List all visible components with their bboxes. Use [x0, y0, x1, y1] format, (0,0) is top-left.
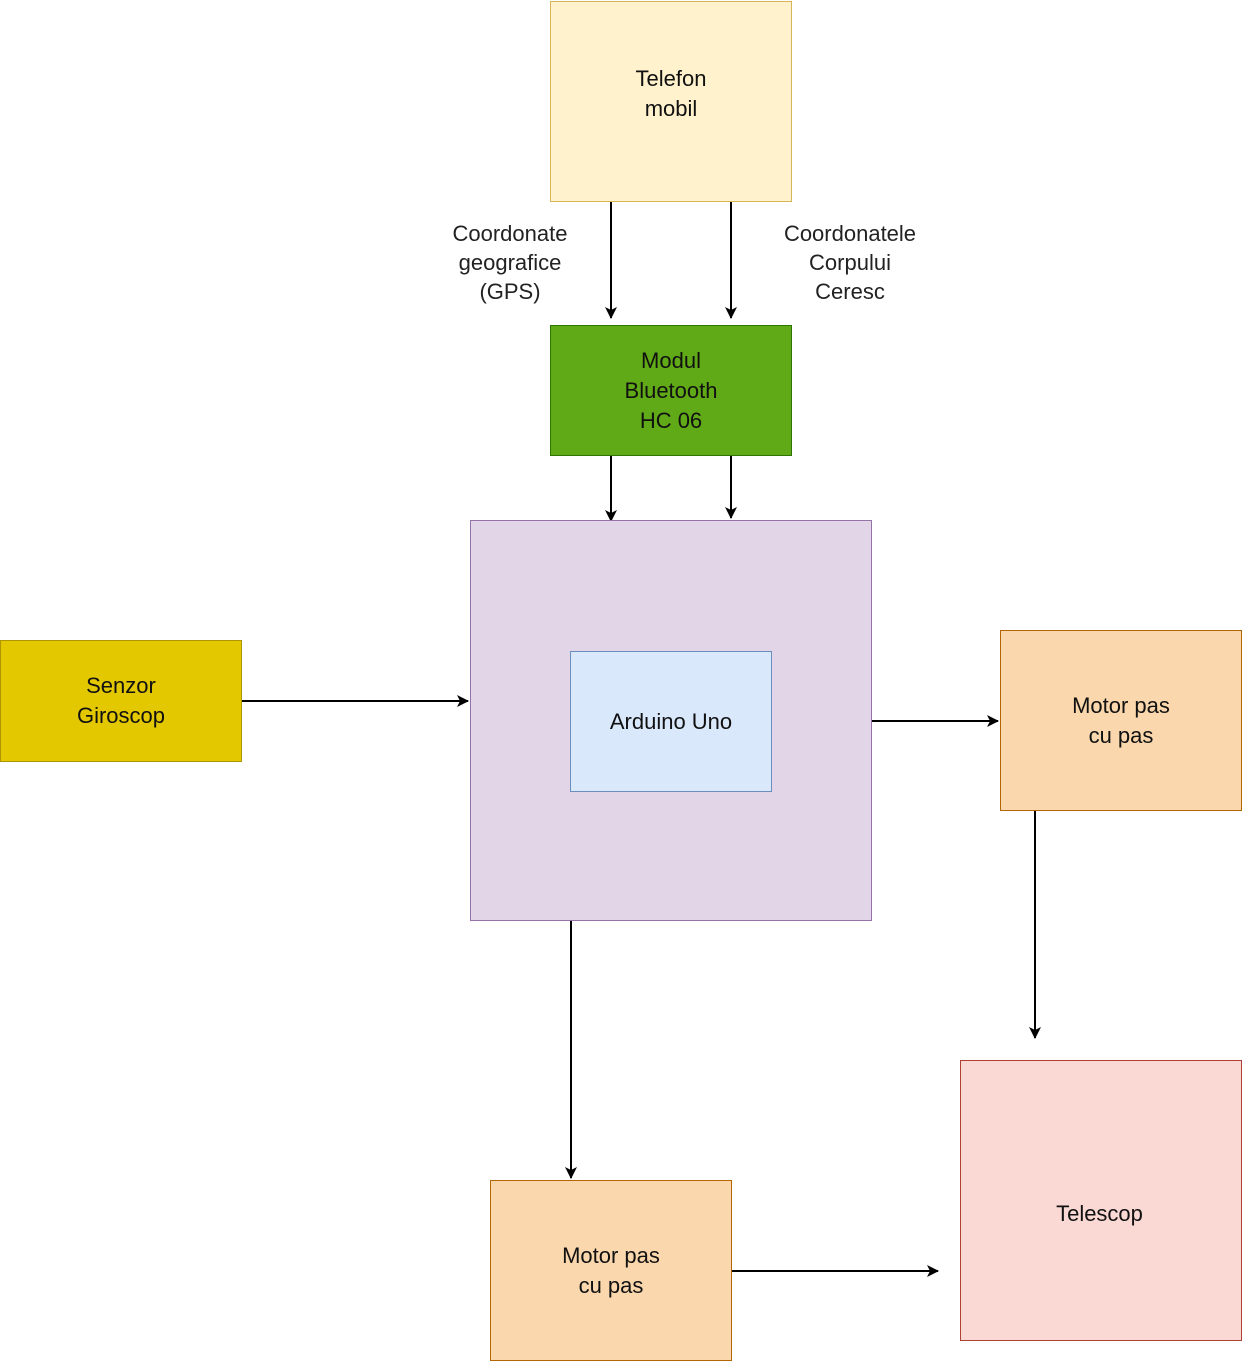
motor-bottom-node: Motor pas cu pas	[490, 1180, 732, 1361]
gyro-node: Senzor Giroscop	[0, 640, 242, 762]
arduino-node: Arduino Uno	[570, 651, 772, 792]
bluetooth-label: Modul Bluetooth HC 06	[624, 347, 718, 433]
arduino-label: Arduino Uno	[609, 708, 733, 734]
edge-label-celestial: Coordonatele Corpului Ceresc	[783, 221, 917, 304]
phone-label: Telefon mobil	[635, 66, 707, 121]
bluetooth-node: Modul Bluetooth HC 06	[550, 325, 792, 456]
gyro-label: Senzor Giroscop	[76, 673, 166, 728]
phone-node: Telefon mobil	[550, 1, 792, 202]
telescope-node: Telescop	[960, 1060, 1242, 1341]
motor-right-label: Motor pas cu pas	[1072, 692, 1170, 748]
board-node	[470, 520, 872, 921]
motor-right-node: Motor pas cu pas	[1000, 630, 1242, 811]
motor-bottom-label: Motor pas cu pas	[562, 1242, 660, 1298]
edge-label-gps: Coordonate geografice (GPS)	[452, 221, 568, 304]
telescope-label: Telescop	[1056, 1200, 1143, 1226]
